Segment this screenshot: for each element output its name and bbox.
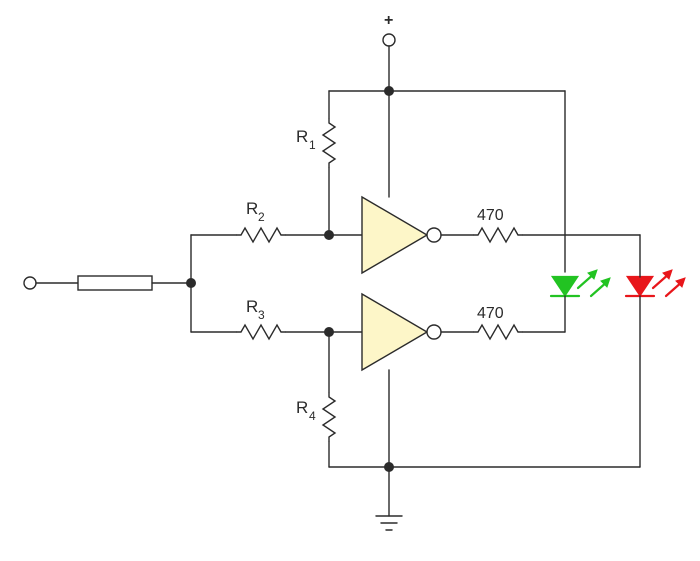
resistor-r2 bbox=[236, 226, 286, 244]
ground-icon bbox=[375, 515, 403, 531]
junction-dot-top bbox=[384, 86, 394, 96]
inverter-icon-bottom bbox=[361, 292, 429, 372]
resistor-470-top bbox=[473, 226, 523, 244]
junction-dot-bottom bbox=[384, 462, 394, 472]
res-470-bottom-label: 470 bbox=[477, 305, 504, 322]
bottom-rail bbox=[328, 369, 641, 517]
r1-subscript: 1 bbox=[309, 138, 316, 152]
resistor-r3 bbox=[236, 323, 286, 341]
inverter-bubble-top bbox=[426, 227, 442, 243]
r3-label: R bbox=[246, 297, 258, 316]
inverter-icon-top bbox=[361, 195, 429, 275]
res-470-top-label: 470 bbox=[477, 207, 504, 224]
resistor-r1 bbox=[321, 118, 337, 168]
r4-label: R bbox=[296, 398, 308, 417]
r1-label: R bbox=[296, 127, 308, 146]
top-rail bbox=[328, 45, 566, 273]
supply-plus-label: + bbox=[384, 12, 393, 29]
resistor-r4 bbox=[321, 392, 337, 442]
resistor-470-bottom bbox=[473, 323, 523, 341]
r4-subscript: 4 bbox=[309, 409, 316, 423]
input-terminal bbox=[23, 276, 37, 290]
inverter-bubble-bottom bbox=[426, 324, 442, 340]
input-resistor bbox=[77, 275, 153, 291]
r2-label: R bbox=[246, 199, 258, 218]
green-led-icon bbox=[549, 269, 611, 298]
supply-terminal bbox=[382, 33, 396, 47]
input-split bbox=[190, 234, 237, 333]
junction-dot-r2 bbox=[324, 230, 334, 240]
red-led-icon bbox=[624, 269, 686, 298]
r3-subscript: 3 bbox=[258, 308, 265, 322]
r2-subscript: 2 bbox=[258, 210, 265, 224]
